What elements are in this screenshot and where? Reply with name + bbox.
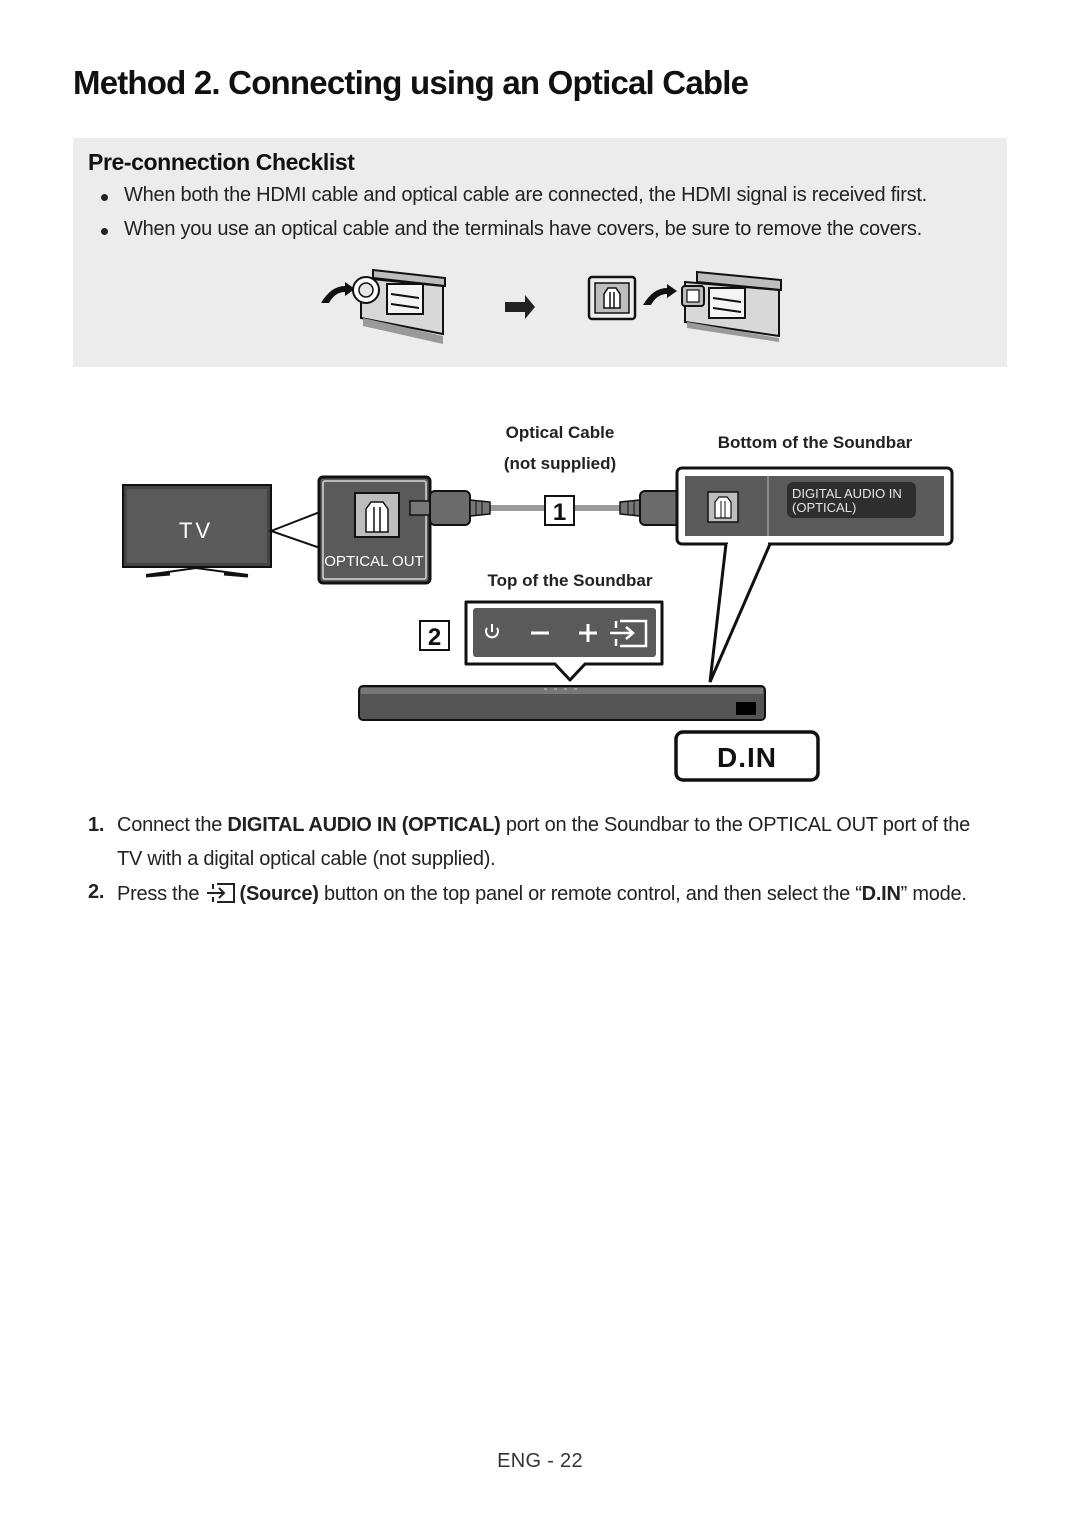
source-icon <box>610 619 648 648</box>
port-label-line2: (OPTICAL) <box>792 500 856 515</box>
optical-port-icon <box>354 492 400 538</box>
checklist-bullet-text: When both the HDMI cable and optical cab… <box>124 184 927 206</box>
cable-label-line2: (not supplied) <box>504 454 616 473</box>
optical-out-port-panel: OPTICAL OUT <box>317 475 432 585</box>
step2-marker: 2 <box>419 620 450 651</box>
source-icon <box>206 883 235 903</box>
page-title: Method 2. Connecting using an Optical Ca… <box>73 64 749 101</box>
uncapped-connector-icon <box>681 270 782 342</box>
checklist-bullet: When both the HDMI cable and optical cab… <box>101 184 927 207</box>
soundbar-illustration <box>358 685 766 721</box>
checklist-bullet: When you use an optical cable and the te… <box>101 218 922 241</box>
optical-terminal-icon <box>587 275 637 321</box>
mode-display: D.IN <box>674 730 820 782</box>
power-icon <box>485 624 499 639</box>
bottom-soundbar-label: Bottom of the Soundbar <box>718 433 913 452</box>
top-soundbar-label: Top of the Soundbar <box>488 571 653 590</box>
step1-marker: 1 <box>544 495 575 526</box>
cover-arrow-icon <box>321 282 355 303</box>
step1-marker-text: 1 <box>553 499 566 526</box>
top-panel-buttons <box>464 600 664 682</box>
step2-marker-text: 2 <box>428 624 441 651</box>
step-number: 1. <box>88 814 105 836</box>
cover-arrow-icon <box>643 284 677 305</box>
mode-display-text: D.IN <box>717 742 777 773</box>
step-text: Press the (Source) button on the top pan… <box>117 883 967 905</box>
plus-icon <box>579 624 597 642</box>
optical-out-label: OPTICAL OUT <box>324 553 423 570</box>
checklist-bullet-text: When you use an optical cable and the te… <box>124 218 922 240</box>
cable-label-line1: Optical Cable <box>506 423 615 442</box>
tv-label: TV <box>179 518 213 543</box>
digital-audio-in-panel: DIGITAL AUDIO IN (OPTICAL) <box>675 466 954 546</box>
checklist-title: Pre-connection Checklist <box>88 149 355 175</box>
page-number: ENG - 22 <box>497 1450 583 1472</box>
cover-removal-illustration <box>321 268 782 344</box>
connection-diagram: TV OPTICAL OUT Optical Cable (not suppli… <box>122 423 954 782</box>
tv-illustration: TV <box>122 484 272 578</box>
step-text: TV with a digital optical cable (not sup… <box>117 848 496 870</box>
optical-port-icon <box>707 491 739 523</box>
step-text: Connect the DIGITAL AUDIO IN (OPTICAL) p… <box>117 814 971 836</box>
capped-connector-icon <box>352 268 446 344</box>
pre-connection-checklist: Pre-connection Checklist When both the H… <box>73 138 1007 367</box>
port-label-line1: DIGITAL AUDIO IN <box>792 486 902 501</box>
arrow-right-icon <box>505 295 535 319</box>
step-number: 2. <box>88 881 105 903</box>
